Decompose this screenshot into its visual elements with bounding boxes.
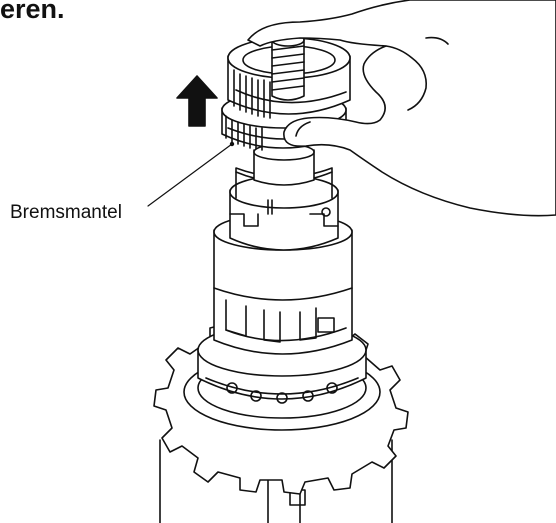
brake-shell-label: Bremsmantel [10,202,122,223]
axle-stem [253,143,315,186]
threaded-bolt [271,33,305,101]
callout-leader-line [147,141,235,207]
heading-fragment: eren. [0,0,65,24]
hand [247,0,556,217]
lift-arrow-icon [176,75,218,127]
